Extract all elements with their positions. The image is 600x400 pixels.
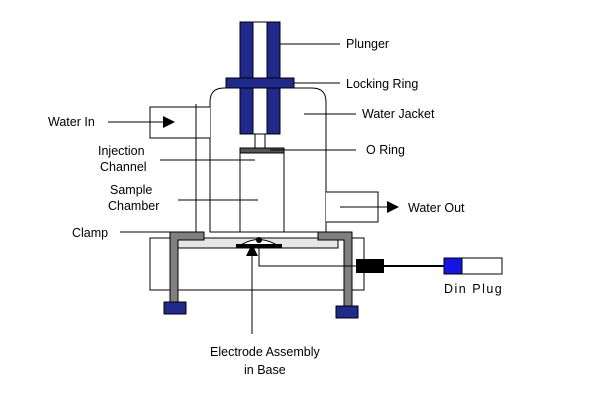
label-sample-chamber-1: Sample: [110, 183, 152, 197]
foot-right: [335, 305, 359, 319]
label-sample-chamber-2: Chamber: [108, 199, 159, 213]
din-plug-tip: [443, 257, 463, 275]
foot-left: [163, 301, 187, 315]
label-water-out: Water Out: [408, 201, 465, 215]
label-din-plug: Din Plug: [444, 282, 503, 296]
label-electrode-1: Electrode Assembly: [210, 345, 321, 359]
label-locking-ring: Locking Ring: [346, 77, 418, 91]
electrode-arrowhead: [246, 244, 258, 256]
locking-ring: [225, 77, 295, 89]
din-plug-body: [461, 257, 503, 275]
plunger-lower-bore: [252, 87, 268, 135]
label-water-in: Water In: [48, 115, 95, 129]
electrode-center: [256, 237, 262, 243]
cable-connector: [356, 259, 384, 273]
label-plunger: Plunger: [346, 37, 389, 51]
electrode-cable: [258, 244, 356, 267]
water-out-arrowhead: [387, 201, 399, 213]
water-jacket-body: [209, 87, 327, 233]
plunger-upper-bore: [252, 21, 268, 79]
label-injection-channel-2: Channel: [100, 160, 147, 174]
label-clamp: Clamp: [72, 226, 108, 240]
water-in-arrowhead: [163, 116, 175, 128]
label-injection-channel-1: Injection: [98, 144, 145, 158]
label-water-jacket: Water Jacket: [362, 107, 435, 121]
label-electrode-2: in Base: [244, 363, 286, 377]
label-o-ring: O Ring: [366, 143, 405, 157]
